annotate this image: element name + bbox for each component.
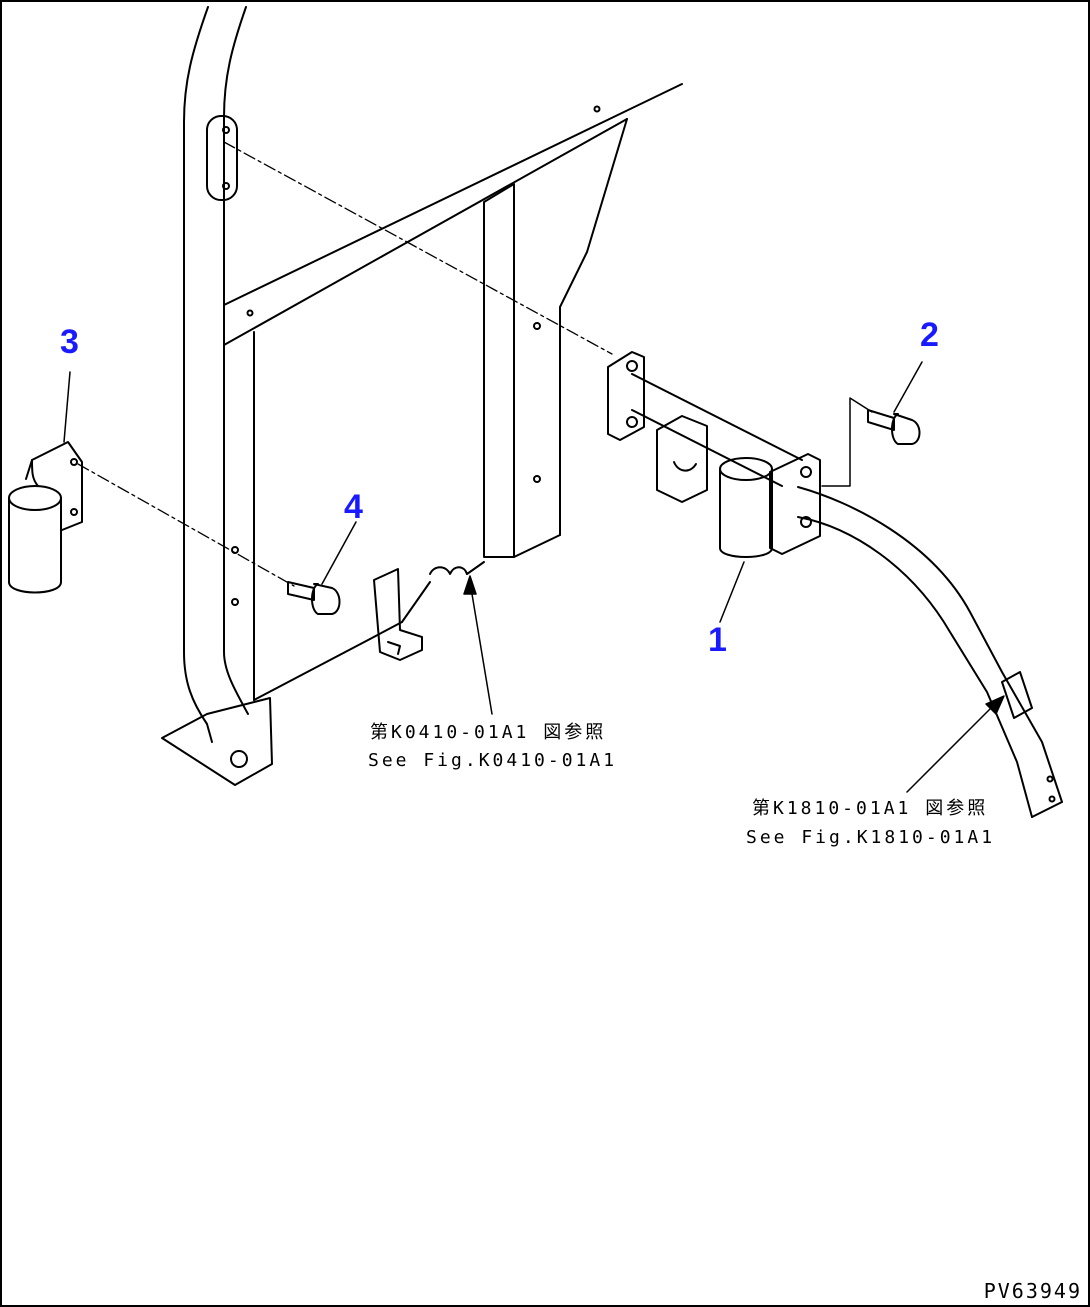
base-plate [161,697,273,786]
drawing-id: PV63949 [983,1279,1082,1303]
reference-note-jp: 第K0410-01A1 図参照 [370,722,607,743]
reference-note-jp: 第K1810-01A1 図参照 [752,798,989,819]
assembly-guide-lines [77,141,613,587]
cylinder-part-3 [8,441,83,594]
part-number-1: 1 [708,621,727,659]
reference-note-en: See Fig.K1810-01A1 [746,827,996,848]
hook-bracket [373,568,423,661]
frame-tube [183,6,249,743]
cab-panel [223,83,683,701]
part-number-4: 4 [344,488,363,526]
part-number-3: 3 [60,323,79,361]
part-number-2: 2 [920,316,939,354]
bracket-assembly-part-1 [607,351,1063,818]
reference-note-en: See Fig.K0410-01A1 [368,750,618,771]
bolt-part-2 [867,409,921,445]
bolt-part-4 [287,581,341,615]
leader-lines [63,361,1005,793]
